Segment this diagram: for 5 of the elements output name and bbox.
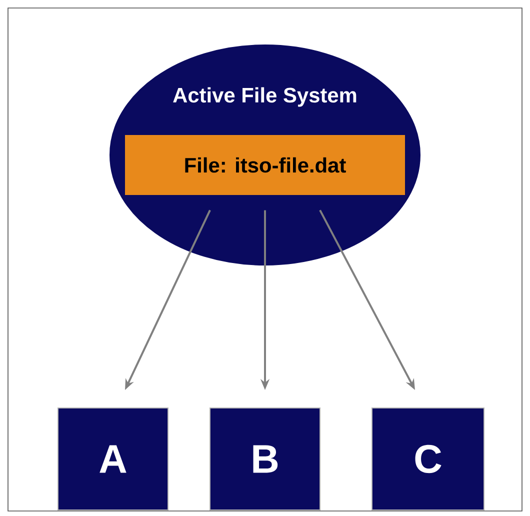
file-box: File: itso-file.dat [125,135,405,195]
letter-box: A [58,408,168,510]
ellipse-title: Active File System [173,87,356,107]
letter-box: C [372,408,484,510]
letter-box: B [210,408,320,510]
